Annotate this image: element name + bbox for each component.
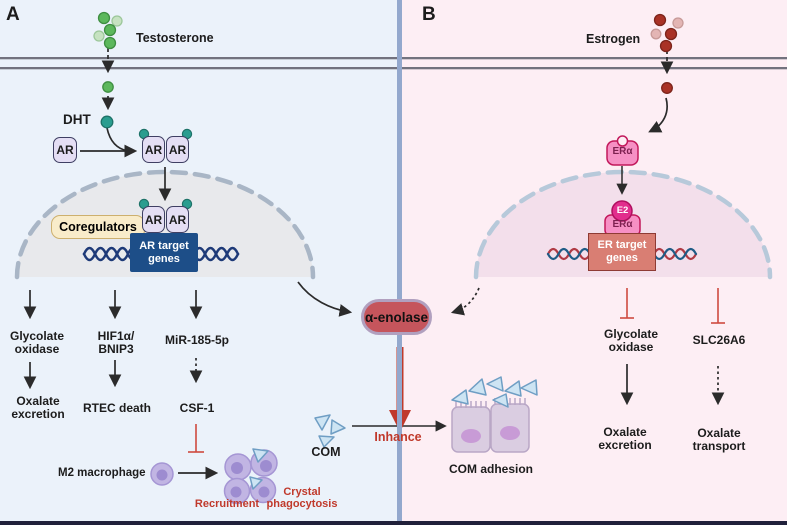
e2-label: E2 <box>616 205 629 216</box>
com-adhesion-label: COM adhesion <box>448 462 533 476</box>
crystal-phagocytosis-label: Crystal phagocytosis <box>266 486 338 510</box>
alpha-enolase-badge: α-enolase <box>361 299 432 335</box>
panel-b-label: B <box>422 4 436 25</box>
m2-macrophage-label: M2 macrophage <box>58 467 146 479</box>
inhance-label: Inhance <box>374 430 422 444</box>
panel-a-label: A <box>6 4 20 25</box>
ar-dimer-box-2: AR <box>166 136 189 163</box>
ar-nuclear-box-2: AR <box>166 206 189 233</box>
ar-target-genes-box: AR target genes <box>130 233 198 272</box>
com-label: COM <box>311 445 341 459</box>
ar-dimer-box-1: AR <box>142 136 165 163</box>
hif1a-bnip3-label: HIF1α/ BNIP3 <box>97 329 135 356</box>
er-alpha-nuclear-label: ERα <box>612 219 633 230</box>
slc26a6-label: SLC26A6 <box>692 333 746 347</box>
rtec-death-label: RTEC death <box>82 401 151 415</box>
ar-nuclear-box-1: AR <box>142 206 165 233</box>
coregulators-box: Coregulators <box>51 215 145 239</box>
oxalate-transport-label: Oxalate transport <box>692 426 746 453</box>
testosterone-label: Testosterone <box>136 31 214 45</box>
estrogen-label: Estrogen <box>586 32 641 46</box>
bottom-border <box>0 521 787 525</box>
er-target-genes-box: ER target genes <box>588 233 656 271</box>
mir-185-5p-label: MiR-185-5p <box>164 333 229 347</box>
oxalate-excretion-b-label: Oxalate excretion <box>598 425 652 452</box>
er-alpha-membrane-label: ERα <box>612 146 633 157</box>
glycolate-oxidase-b-label: Glycolate oxidase <box>603 327 659 354</box>
oxalate-excretion-a-label: Oxalate excretion <box>11 394 65 421</box>
dht-label: DHT <box>63 112 91 127</box>
csf1-label: CSF-1 <box>179 401 215 415</box>
recruitment-label: Recruitment <box>194 498 260 510</box>
glycolate-oxidase-a-label: Glycolate oxidase <box>9 329 65 356</box>
ar-receptor-box: AR <box>53 137 77 163</box>
panel-divider <box>397 0 402 521</box>
